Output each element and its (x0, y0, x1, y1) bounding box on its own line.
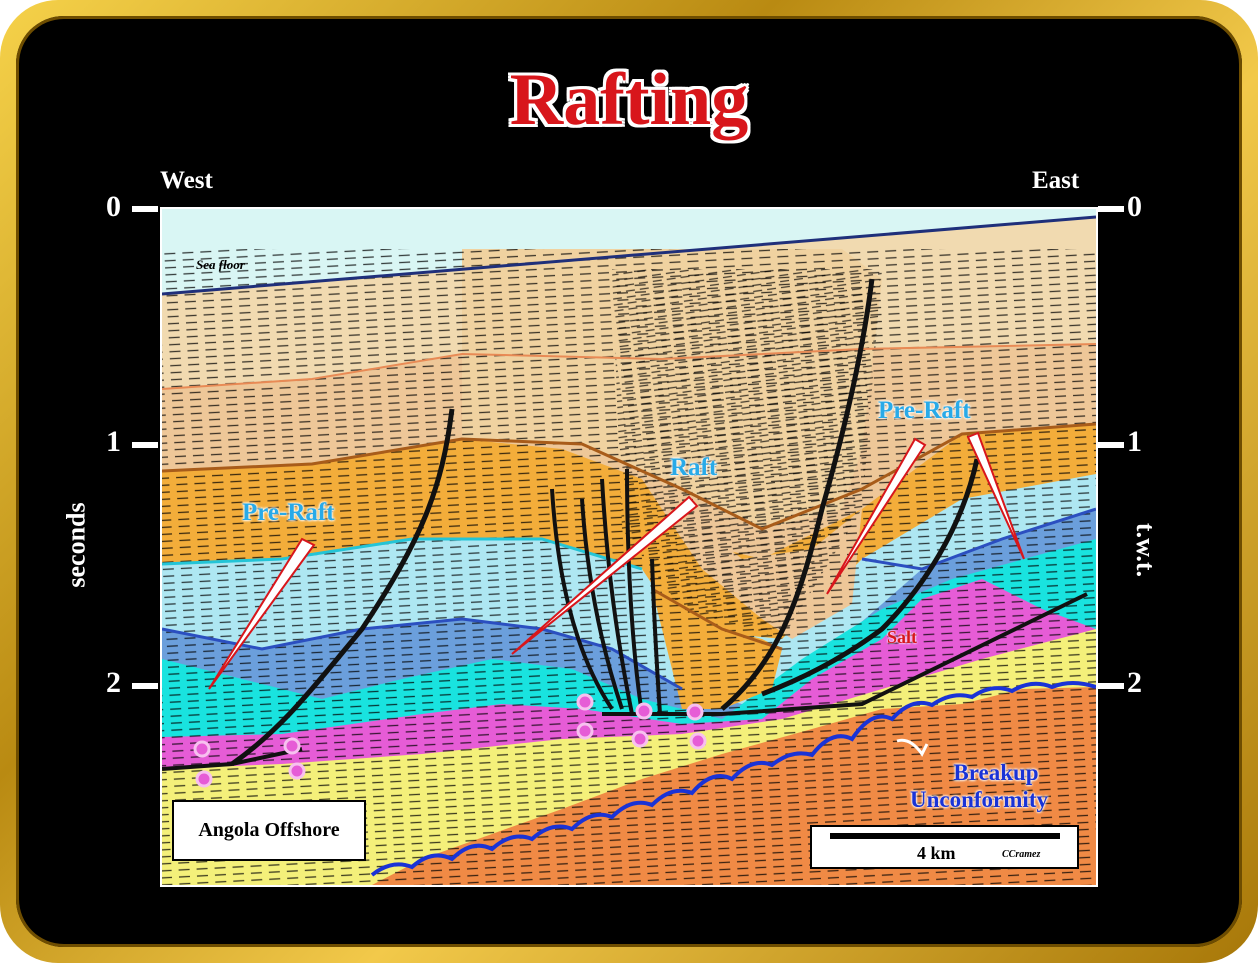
sea-floor-label: Sea floor (196, 257, 245, 272)
scale-text: 4 km (917, 843, 956, 863)
page-title: Rafting (509, 59, 749, 141)
left-tick-mark-0 (132, 206, 158, 212)
credit-text: CCramez (1002, 849, 1041, 860)
salt-label: Salt (887, 627, 918, 647)
east-label: East (1032, 167, 1080, 194)
right-tick-1: 1 (1127, 425, 1142, 458)
left-tick-mark-1 (132, 442, 158, 448)
right-tick-2: 2 (1127, 666, 1142, 699)
west-label: West (160, 167, 213, 194)
right-tick-mark-0 (1098, 206, 1124, 212)
left-tick-1: 1 (106, 425, 121, 458)
left-tick-mark-2 (132, 683, 158, 689)
scale-bar (830, 833, 1060, 839)
breakup-unconformity-label: Breakup Unconformity (910, 759, 1048, 813)
seismic-section-drawing (162, 209, 1096, 885)
right-tick-0: 0 (1127, 190, 1142, 223)
left-tick-2: 2 (106, 666, 121, 699)
seismic-section: Sea floor Pre-Raft Raft Pre-Raft Salt Br… (160, 207, 1098, 887)
right-tick-mark-2 (1098, 683, 1124, 689)
twt-axis-label: t.w.t. (1131, 522, 1161, 578)
pre-raft-left-label: Pre-Raft (242, 499, 335, 526)
location-box: Angola Offshore (172, 800, 366, 861)
raft-label: Raft (670, 454, 718, 481)
breakup-label-line-2: Unconformity (910, 787, 1048, 812)
scale-box: 4 km CCramez (810, 825, 1079, 869)
breakup-label-line-1: Breakup (953, 760, 1039, 785)
seconds-axis-label: seconds (61, 502, 91, 588)
pre-raft-right-label: Pre-Raft (878, 397, 971, 424)
left-tick-0: 0 (106, 190, 121, 223)
right-tick-mark-1 (1098, 442, 1124, 448)
